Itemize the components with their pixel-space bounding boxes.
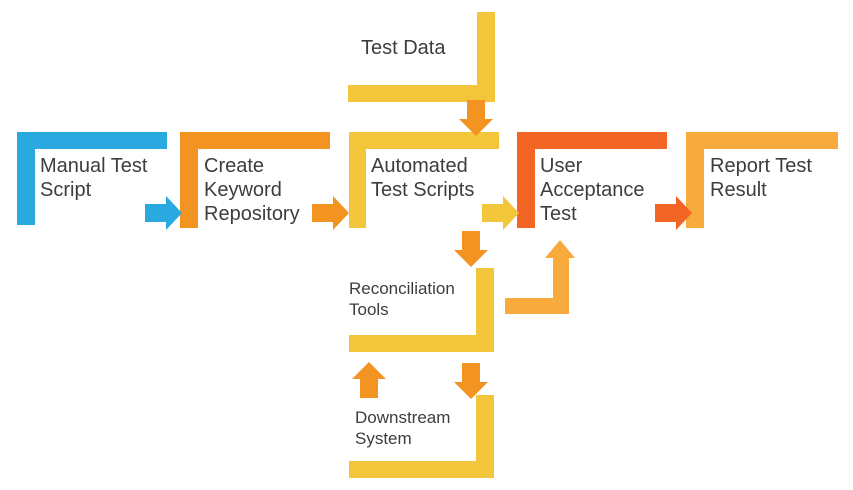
arrow-uat-to-report [655, 196, 692, 230]
automated-test-scripts-bracket [349, 132, 499, 228]
manual-test-script-label: Manual Test Script [40, 155, 148, 201]
arrow-automated-to-reconciliation [454, 231, 488, 267]
reconciliation-tools-bracket [349, 268, 494, 352]
user-acceptance-test-bracket [517, 132, 667, 228]
create-keyword-repository-bracket [180, 132, 330, 228]
arrow-reconciliation-to-downstream [454, 363, 488, 399]
report-test-result-bracket [686, 132, 838, 228]
reconciliation-tools-label: Reconciliation Tools [349, 279, 455, 319]
downstream-system-bracket [349, 395, 494, 478]
arrow-automated-to-uat [482, 196, 519, 230]
arrow-downstream-to-reconciliation [352, 362, 386, 398]
create-keyword-repository-label: Create Keyword Repository [204, 155, 300, 225]
feedback-arrow [505, 240, 575, 314]
arrow-testdata-down [459, 100, 493, 136]
arrow-keyword-to-automated [312, 196, 349, 230]
downstream-system-label: Downstream System [355, 408, 451, 448]
report-test-result-label: Report Test Result [710, 155, 812, 201]
test-data-label: Test Data [361, 37, 446, 59]
automated-test-scripts-label: Automated Test Scripts [371, 155, 475, 201]
arrow-manual-to-keyword [145, 196, 182, 230]
user-acceptance-test-label: User Acceptance Test [540, 155, 645, 225]
test-data-bracket [348, 12, 495, 102]
manual-test-script-bracket [17, 132, 167, 225]
